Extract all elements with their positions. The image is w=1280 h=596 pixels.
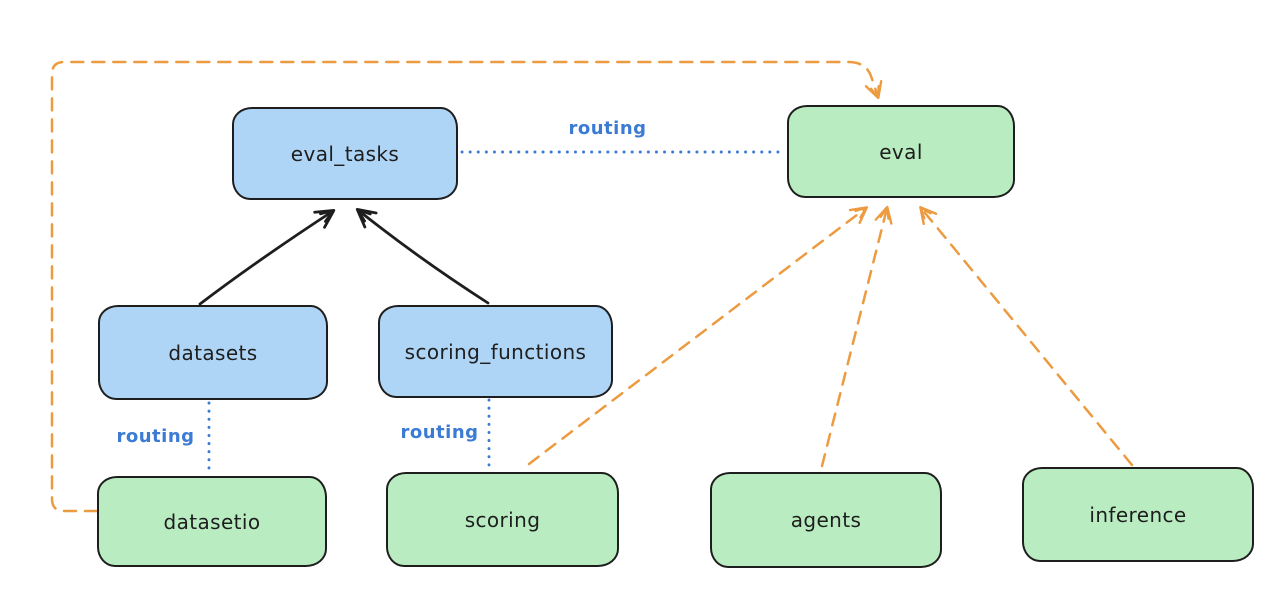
node-eval-tasks: eval_tasks xyxy=(232,107,458,200)
node-datasets: datasets xyxy=(98,305,328,400)
node-eval-tasks-label: eval_tasks xyxy=(290,141,400,166)
node-scoring: scoring xyxy=(386,472,619,567)
edge-scoring-functions-to-eval-tasks xyxy=(355,207,490,305)
node-scoring-functions: scoring_functions xyxy=(378,305,613,398)
node-datasets-label: datasets xyxy=(168,340,258,365)
edge-inference-to-eval xyxy=(919,206,1134,467)
node-scoring-functions-label: scoring_functions xyxy=(404,339,587,364)
node-inference: inference xyxy=(1022,467,1254,562)
edge-label-routing-eval-tasks-eval: routing xyxy=(568,118,647,139)
node-scoring-label: scoring xyxy=(464,507,541,532)
node-inference-label: inference xyxy=(1089,502,1187,527)
node-datasetio-label: datasetio xyxy=(163,509,261,534)
edge-agents-to-eval xyxy=(820,205,893,468)
edge-label-routing-scoring-functions-scoring: routing xyxy=(400,422,479,443)
edge-scoring-to-eval xyxy=(527,206,868,466)
node-eval-label: eval xyxy=(879,139,923,164)
node-datasetio: datasetio xyxy=(97,476,327,567)
node-eval: eval xyxy=(787,105,1015,198)
edge-datasetio-to-eval-loop xyxy=(50,60,883,513)
edge-datasets-to-eval-tasks xyxy=(198,209,336,306)
edge-label-routing-datasets-datasetio: routing xyxy=(116,426,195,447)
node-agents-label: agents xyxy=(790,508,862,532)
node-agents: agents xyxy=(710,472,942,568)
